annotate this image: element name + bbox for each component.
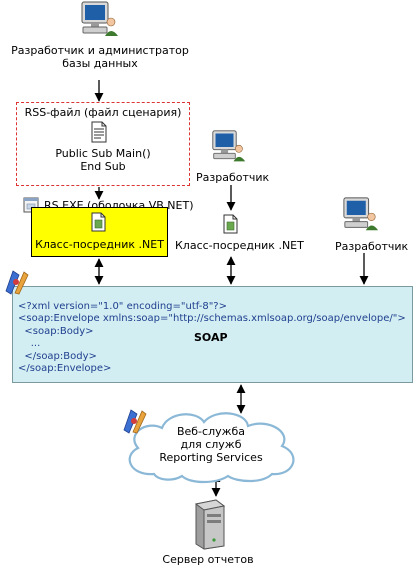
rss-box-title: RSS-файл (файл сценария) [24,106,182,119]
soap-code-line-1: <?xml version="1.0" encoding="utf-8"?> [18,301,227,312]
server-tower-icon [194,499,226,550]
computer-user-icon [212,130,246,162]
rss-code-line-2: End Sub [80,160,126,173]
developer-right-label: Разработчик [335,240,409,253]
report-server-label: Сервер отчетов [162,553,254,566]
proxy-left-label: Класс-посредник .NET [35,238,164,251]
assembly-file-icon [91,212,106,232]
soap-code-line-6: </soap:Envelope> [18,363,112,374]
soap-code-line-5: </soap:Body> [18,351,97,362]
cloud-icon [128,412,295,484]
soap-code-line-3: <soap:Body> [18,326,94,337]
computer-user-icon [343,197,379,231]
rss-script-box [16,102,190,186]
developer-middle-label: Разработчик [196,171,270,184]
proxy-middle-label: Класс-посредник .NET [175,239,304,252]
rss-code-line-1: Public Sub Main() [55,147,151,160]
script-file-icon [91,121,107,143]
sync-tools-icon [123,409,147,434]
developer-admin-label: Разработчик и администратор базы данных [11,44,189,70]
soap-code-line-4: ... [18,338,41,349]
soap-code-line-2: <soap:Envelope xmlns:soap="http://schema… [18,313,406,324]
web-service-label: Веб-служба для служб Reporting Services [159,425,263,464]
computer-user-icon [81,1,118,36]
sync-tools-icon [5,270,29,295]
soap-message-box [12,286,413,383]
assembly-file-icon [223,214,238,234]
soap-title: SOAP [194,331,228,344]
